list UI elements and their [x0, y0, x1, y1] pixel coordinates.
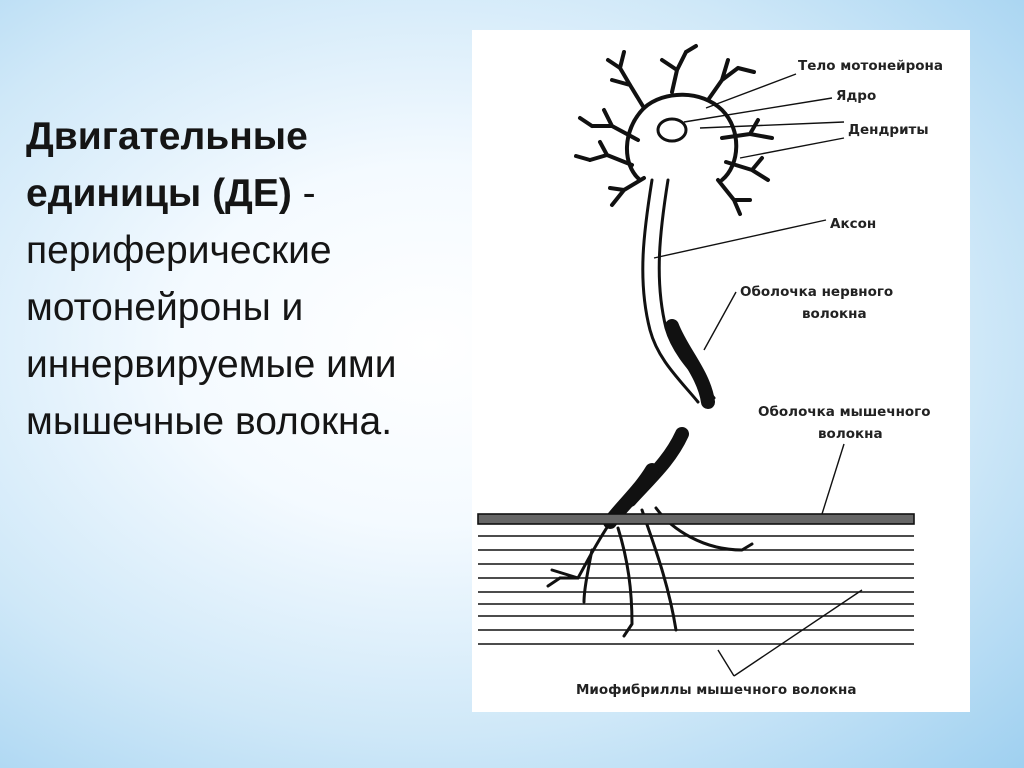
body-line-2: мотонейроны и	[26, 286, 304, 329]
title-line-2: единицы (ДЕ) -	[26, 165, 466, 222]
motor-unit-diagram: Тело мотонейрона Ядро Дендриты Аксон Обо…	[472, 30, 970, 712]
label-muscle-sheath-1: Оболочка мышечного	[758, 404, 931, 420]
slide-title-text: Двигательные единицы (ДЕ) - периферическ…	[26, 108, 466, 450]
muscle-sheath-band	[477, 513, 915, 525]
leader-lines	[653, 73, 863, 677]
motor-unit-svg: Тело мотонейрона Ядро Дендриты Аксон Обо…	[477, 44, 943, 698]
label-muscle-sheath-2: волокна	[818, 426, 883, 442]
nucleus-shape	[656, 117, 688, 143]
label-nerve-sheath-1: Оболочка нервного	[740, 284, 893, 300]
title-line-2-bold: единицы (ДЕ)	[26, 172, 292, 215]
title-line-2-dash: -	[291, 172, 316, 215]
muscle-fiber	[477, 513, 915, 645]
label-myofibrils: Миофибриллы мышечного волокна	[576, 682, 856, 698]
label-dendrites: Дендриты	[848, 122, 929, 138]
title-line-1: Двигательные	[26, 115, 308, 158]
neuron-body	[574, 44, 774, 216]
label-nerve-sheath-2: волокна	[802, 306, 867, 322]
label-axon: Аксон	[830, 216, 876, 232]
label-soma: Тело мотонейрона	[798, 58, 943, 74]
label-nucleus: Ядро	[836, 88, 876, 104]
body-line-1: периферические	[26, 229, 332, 272]
body-line-3: иннервируемые ими	[26, 343, 397, 386]
nerve-sheath	[603, 319, 715, 529]
body-line-4: мышечные волокна.	[26, 400, 393, 443]
